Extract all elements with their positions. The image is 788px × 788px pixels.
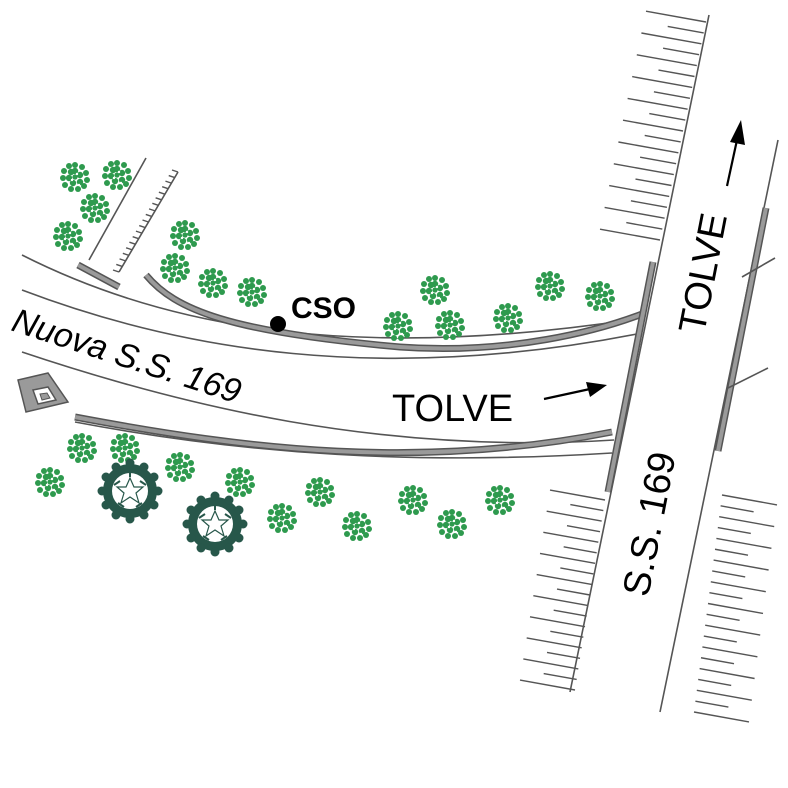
tree-icon bbox=[170, 220, 200, 250]
tree-icon bbox=[53, 221, 83, 251]
tree-icon bbox=[237, 277, 267, 307]
tree-icon bbox=[165, 452, 195, 482]
tree-icon bbox=[383, 311, 413, 341]
tree-icon bbox=[102, 160, 132, 190]
arrow-up-icon bbox=[725, 120, 745, 187]
tree-icon bbox=[493, 303, 523, 333]
tree-icon bbox=[160, 253, 190, 283]
arrow-right-icon bbox=[543, 382, 607, 401]
guardrails-main bbox=[74, 261, 644, 457]
tree-icon bbox=[435, 310, 465, 340]
tree-icon bbox=[80, 193, 110, 223]
tree-icon bbox=[110, 433, 140, 463]
large-tree-icon bbox=[181, 490, 249, 558]
fence bbox=[88, 157, 179, 273]
guardrail-north-fill bbox=[144, 273, 643, 351]
tree-icon bbox=[225, 467, 255, 497]
tolve-vertical-label: TOLVE bbox=[672, 210, 736, 337]
road-edge-south-inner bbox=[21, 351, 615, 444]
tree-icon bbox=[437, 509, 467, 539]
tree-icon bbox=[60, 162, 90, 192]
tree-icon bbox=[67, 433, 97, 463]
tree-icon bbox=[198, 268, 228, 298]
tree-icon bbox=[35, 467, 65, 497]
tree-icon bbox=[305, 477, 335, 507]
tree-icon bbox=[342, 511, 372, 541]
tree-icon bbox=[398, 485, 428, 515]
large-tree-icon bbox=[96, 457, 164, 525]
ss169-road bbox=[519, 10, 779, 723]
guardrail-south-fill bbox=[74, 415, 613, 455]
road-edge-north-inner bbox=[21, 289, 643, 360]
tree-icon bbox=[267, 503, 297, 533]
tree-icon bbox=[535, 271, 565, 301]
side-road-stub-north bbox=[741, 257, 776, 278]
cso-label: CSO bbox=[291, 292, 356, 325]
tree-icon bbox=[585, 281, 615, 311]
tree-icon bbox=[420, 275, 450, 305]
side-road-stub-south bbox=[727, 367, 769, 389]
building-icon bbox=[17, 372, 70, 413]
tolve-horizontal-label: TOLVE bbox=[392, 388, 513, 430]
tree-icon bbox=[485, 485, 515, 515]
ss169-edge-west bbox=[569, 14, 710, 693]
ss169-label: S.S. 169 bbox=[616, 449, 685, 600]
cso-point-icon bbox=[270, 316, 286, 332]
